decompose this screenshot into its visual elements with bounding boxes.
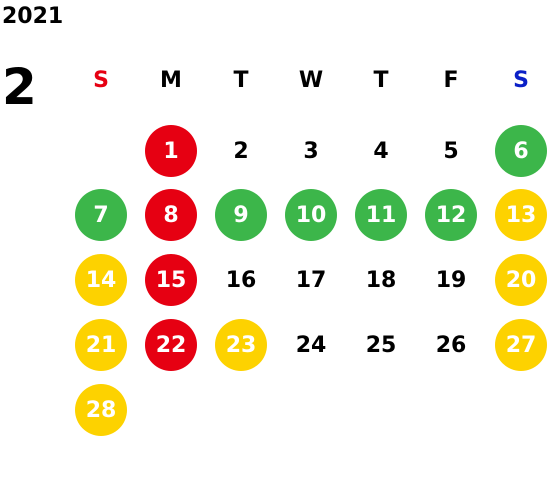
day-cell-15: 15 — [145, 254, 197, 306]
day-cell-11: 11 — [355, 189, 407, 241]
day-cell-23: 23 — [215, 319, 267, 371]
weekday-thu: T — [373, 68, 389, 93]
day-cell-16: 16 — [225, 267, 257, 293]
day-cell-21: 21 — [75, 319, 127, 371]
day-cell-10: 10 — [285, 189, 337, 241]
day-cell-1: 1 — [145, 125, 197, 177]
month-label: 2 — [2, 58, 37, 116]
day-cell-2: 2 — [233, 138, 249, 164]
day-cell-17: 17 — [295, 267, 327, 293]
day-cell-27: 27 — [495, 319, 547, 371]
day-cell-19: 19 — [435, 267, 467, 293]
day-cell-26: 26 — [435, 332, 467, 358]
weekday-mon: M — [160, 68, 182, 93]
day-cell-6: 6 — [495, 125, 547, 177]
year-label: 2021 — [2, 4, 64, 29]
day-cell-3: 3 — [303, 138, 319, 164]
day-cell-4: 4 — [373, 138, 389, 164]
day-cell-8: 8 — [145, 189, 197, 241]
day-cell-28: 28 — [75, 384, 127, 436]
day-cell-22: 22 — [145, 319, 197, 371]
weekday-sun: S — [93, 68, 109, 93]
day-cell-12: 12 — [425, 189, 477, 241]
day-cell-9: 9 — [215, 189, 267, 241]
day-cell-24: 24 — [295, 332, 327, 358]
day-cell-25: 25 — [365, 332, 397, 358]
day-cell-7: 7 — [75, 189, 127, 241]
weekday-tue: T — [233, 68, 249, 93]
day-cell-14: 14 — [75, 254, 127, 306]
weekday-wed: W — [298, 68, 324, 93]
weekday-sat: S — [513, 68, 529, 93]
day-cell-5: 5 — [443, 138, 459, 164]
weekday-fri: F — [443, 68, 459, 93]
day-cell-20: 20 — [495, 254, 547, 306]
day-cell-13: 13 — [495, 189, 547, 241]
day-cell-18: 18 — [365, 267, 397, 293]
